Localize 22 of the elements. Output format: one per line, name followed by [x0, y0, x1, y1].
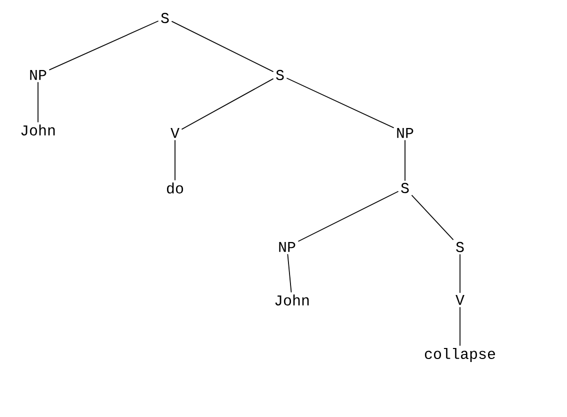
tree-branch: [404, 140, 406, 182]
tree-branch: [181, 78, 274, 130]
tree-node-label: V: [170, 128, 180, 138]
tree-node-label: S: [456, 242, 464, 252]
tree-node-label: John: [21, 124, 55, 136]
tree-node-label: NP: [279, 242, 296, 252]
tree-node-label: John: [275, 294, 309, 306]
tree-branch: [48, 20, 159, 70]
tree-branch: [174, 140, 176, 181]
tree-node-label: NP: [397, 128, 414, 138]
tree-node-label: S: [161, 12, 169, 24]
tree-node-label: collapse: [424, 348, 495, 362]
tree-branch: [298, 190, 399, 242]
tree-branch: [287, 254, 292, 293]
tree-node-label: V: [456, 295, 464, 305]
tree-branch: [411, 194, 454, 240]
tree-node-label: do: [167, 182, 184, 194]
tree-node-label: S: [401, 182, 409, 194]
tree-branch: [286, 78, 394, 128]
tree-node-label: NP: [30, 70, 46, 80]
tree-branch: [171, 20, 274, 72]
tree-node-label: S: [276, 70, 284, 80]
